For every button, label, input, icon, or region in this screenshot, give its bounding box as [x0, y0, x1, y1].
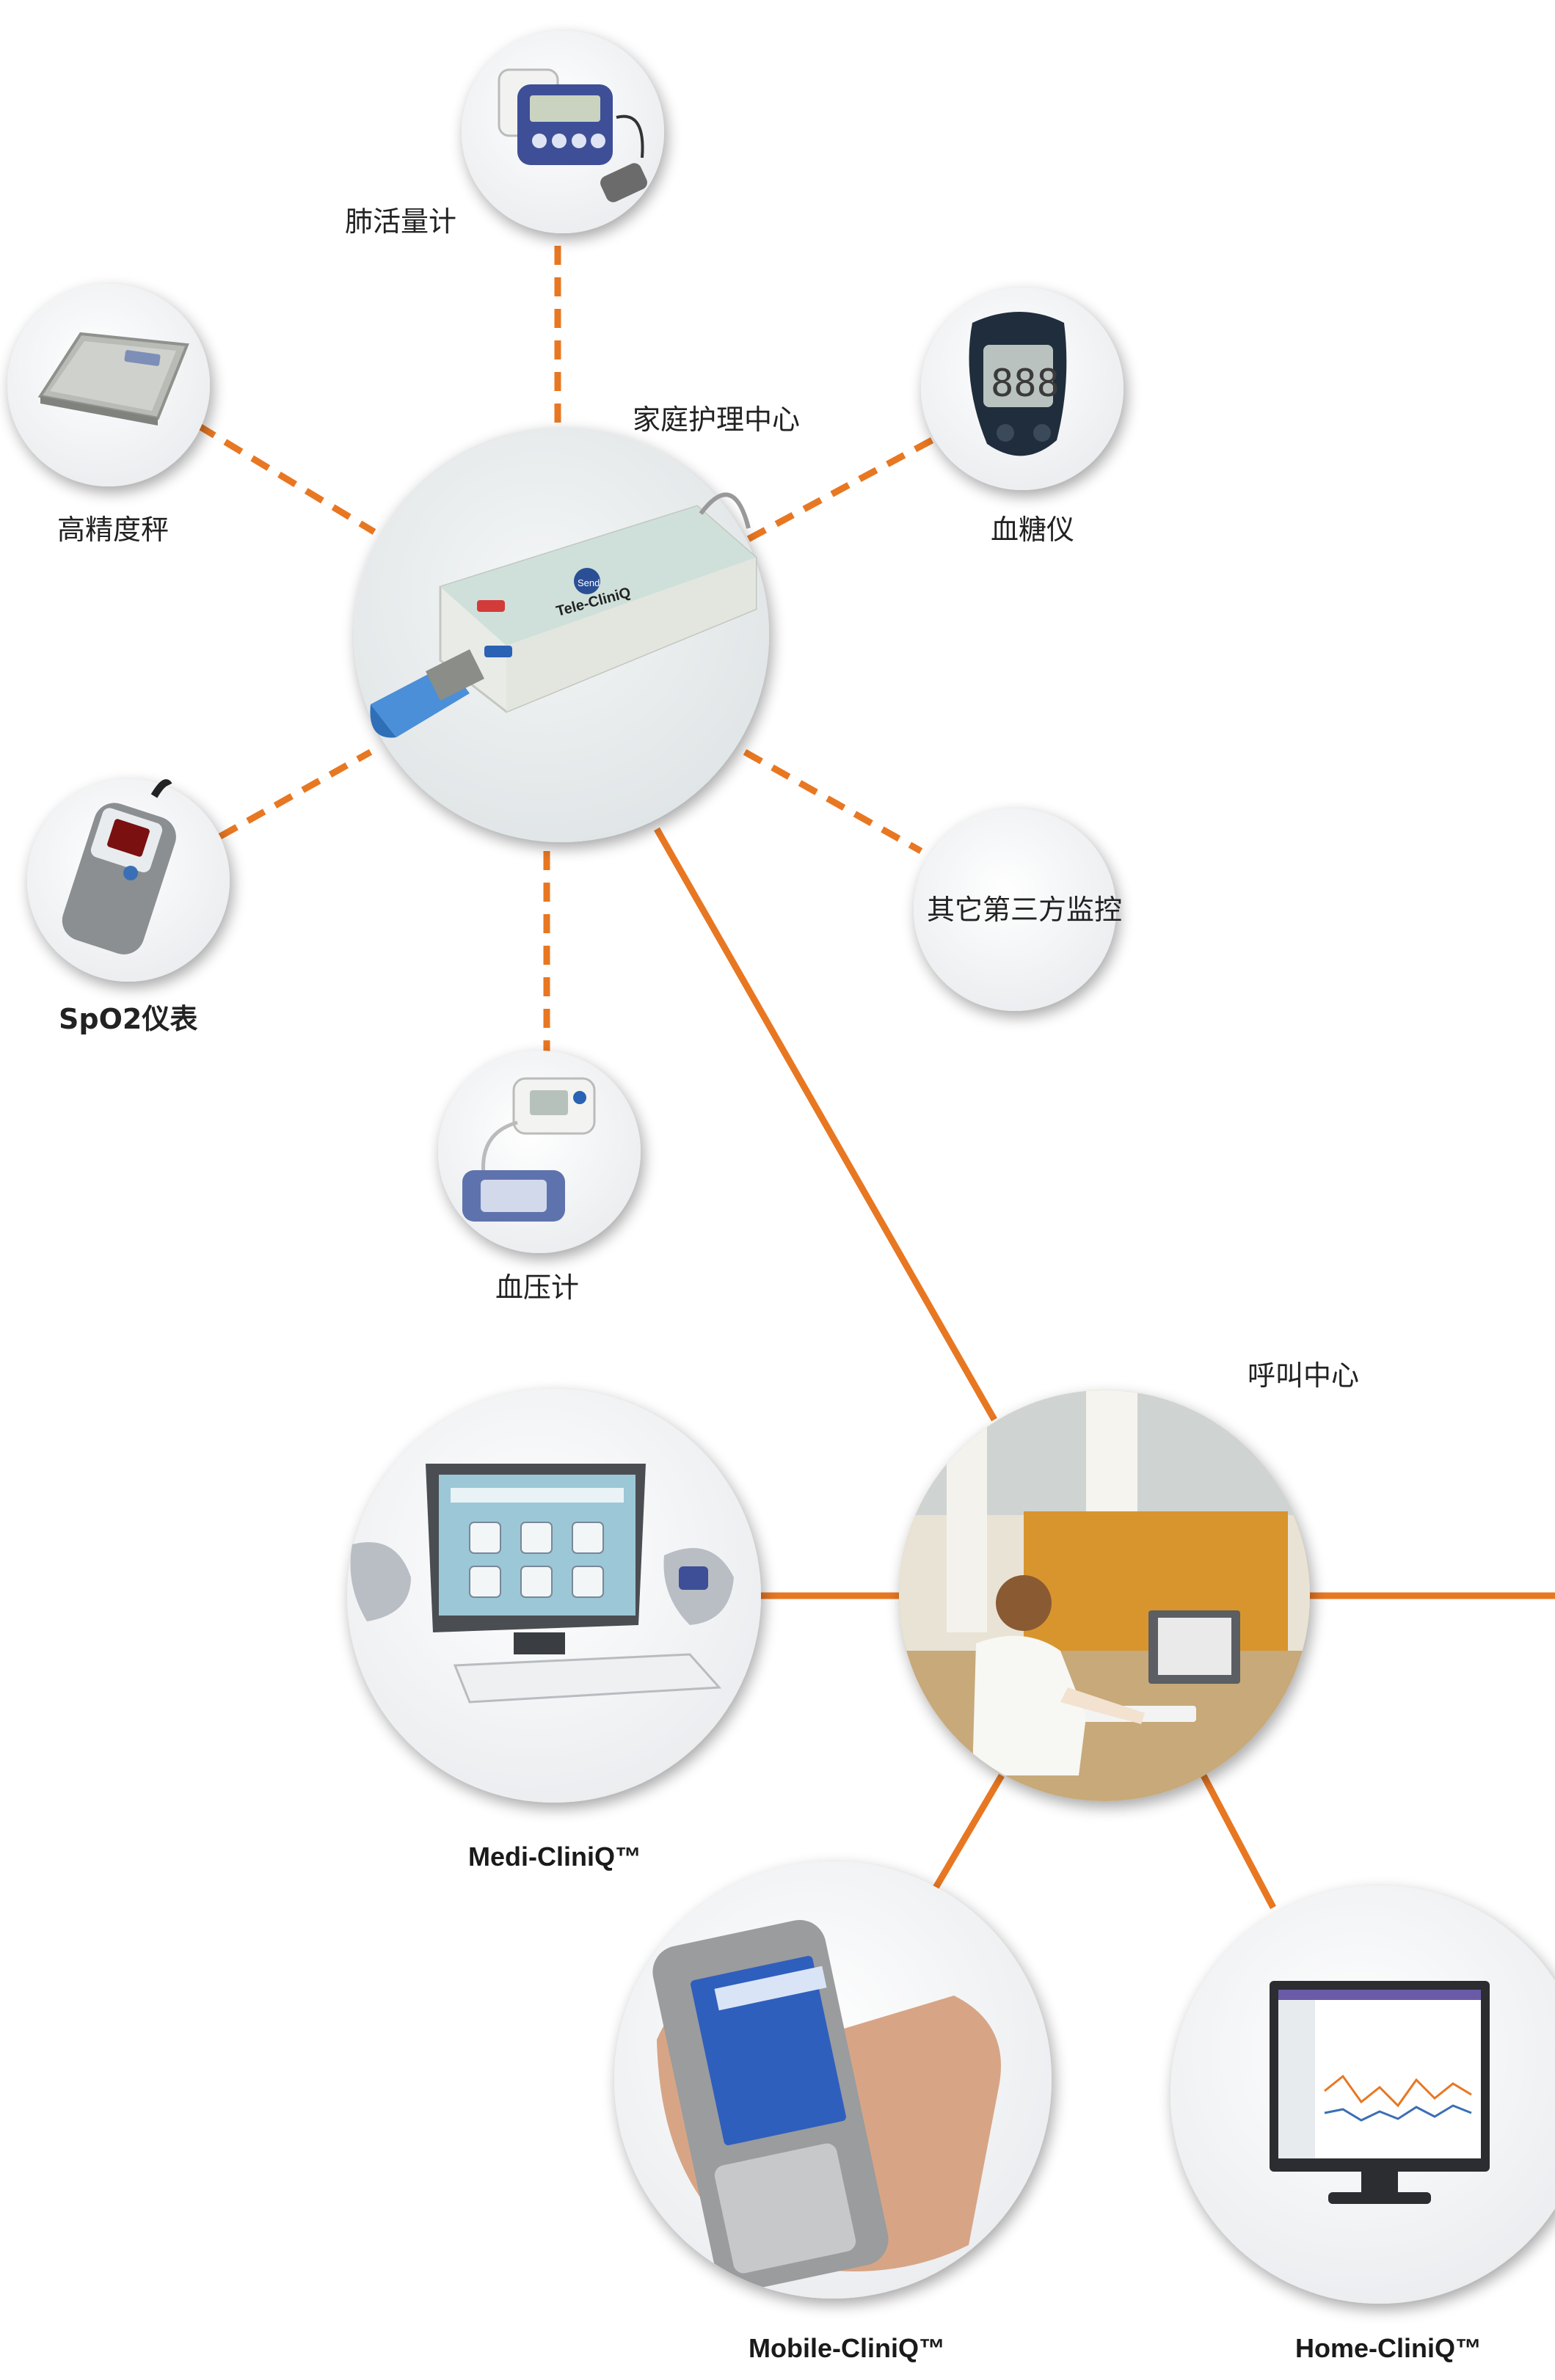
mobile-cliniq-label: Mobile-CliniQ™ [749, 2333, 945, 2363]
third-party-node [914, 808, 1116, 1011]
link-glucometer [739, 437, 934, 546]
medi-cliniq-node [347, 1389, 761, 1803]
call-center-title: 呼叫中心 [1248, 1359, 1359, 1392]
home-cliniq-label: Home-CliniQ™ [1295, 2333, 1482, 2363]
dashed-links [196, 246, 934, 1056]
home-cliniq-node [1170, 1886, 1555, 2304]
tele-cliniq-hub-device-icon: Send Tele-CliniQ [370, 492, 757, 738]
spo2-label: SpO2仪表 [59, 1003, 197, 1035]
link-callcenter-home [1201, 1773, 1276, 1910]
scale-icon [37, 332, 189, 426]
mobile-phone-icon [652, 1919, 1001, 2292]
spo2-node [27, 779, 230, 982]
link-scale [196, 423, 376, 535]
spirometer-label: 肺活量计 [345, 205, 456, 238]
blood-pressure-monitor-icon [462, 1077, 596, 1222]
link-third-party [743, 749, 923, 854]
mobile-cliniq-node [614, 1861, 1052, 2299]
svg-text:Send: Send [578, 577, 600, 588]
bp-node [438, 1051, 641, 1253]
glucometer-icon: 888 [969, 312, 1067, 456]
solid-links [654, 827, 1555, 1910]
spirometer-node [462, 31, 664, 233]
scale-node [7, 284, 210, 486]
monitor-chart-icon [1270, 1981, 1490, 2204]
hub-node: Send Tele-CliniQ [354, 427, 769, 842]
link-spo2 [218, 749, 373, 839]
spo2-meter-icon [62, 779, 176, 954]
glucometer-node: 888 [921, 288, 1124, 490]
svg-text:888: 888 [991, 362, 1060, 406]
glucometer-label: 血糖仪 [991, 514, 1074, 546]
spirometer-icon [498, 68, 647, 202]
link-hub-callcenter [654, 827, 997, 1422]
hub-title: 家庭护理中心 [633, 404, 800, 436]
scale-label: 高精度秤 [57, 514, 169, 546]
bp-label: 血压计 [495, 1271, 579, 1304]
third-party-label: 其它第三方监控 [927, 894, 1122, 926]
desktop-computer-icon [350, 1464, 734, 1704]
call-center-node [899, 1390, 1310, 1801]
medi-cliniq-label: Medi-CliniQ™ [468, 1841, 641, 1872]
link-callcenter-mobile [925, 1773, 1005, 1902]
call-center-photo-icon [899, 1390, 1310, 1801]
